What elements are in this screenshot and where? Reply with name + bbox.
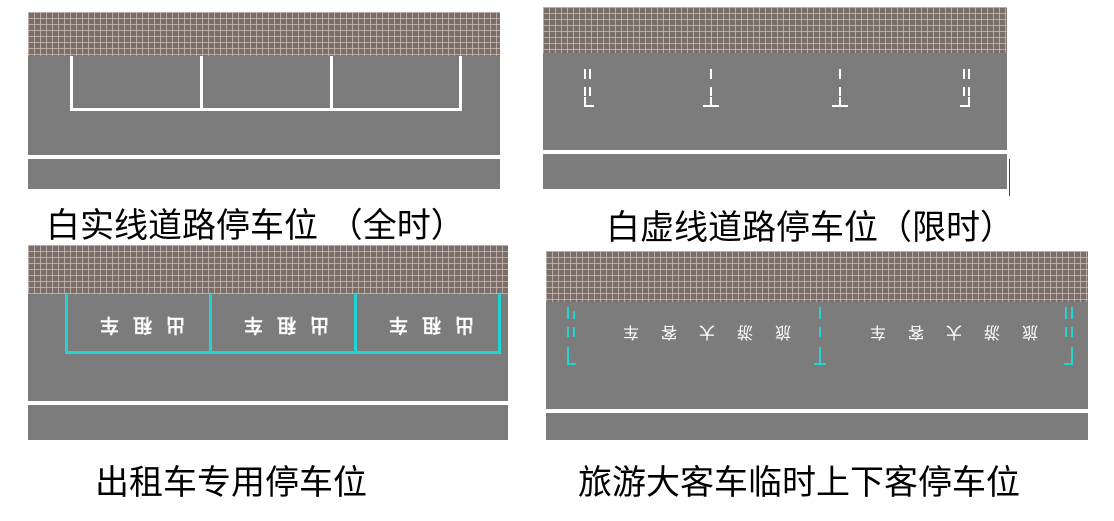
dashed-stall-mark [832,69,848,109]
caption-taxi: 出租车专用停车位 [95,463,367,503]
tour-stall-text: 旅游大客车 [601,323,792,342]
caption-dashed: 白虚线道路停车位（限时） [606,208,1014,248]
taxi-stall-line-left [65,294,68,354]
stall-line-left [70,56,73,111]
stall-line-bottom [70,108,462,111]
taxi-stall-line-right [498,294,501,354]
road [28,56,500,189]
stall-line-right [459,56,462,111]
sidewalk [28,12,500,56]
lane-edge-line [543,150,1007,154]
sidewalk [546,251,1088,302]
tour-stall-mark-middle [814,307,826,367]
taxi-stall-text: 出租车 [86,314,186,336]
road [546,302,1088,440]
panel-tour-bus: 旅游大客车 旅游大客车 [546,251,1088,440]
taxi-stall-line-divider [209,294,212,354]
panel-taxi: 出租车 出租车 出租车 [28,245,508,440]
dashed-stall-mark [581,69,595,109]
dashed-stall-mark [703,69,719,109]
taxi-stall-line-bottom [65,351,501,354]
tour-stall-text: 旅游大客车 [848,323,1039,342]
edge-mark [1009,159,1010,196]
taxi-stall-line-divider [354,294,357,354]
lane-edge-line [28,155,500,159]
panel-dashed-line [543,7,1010,196]
stall-line-divider [200,56,203,111]
lane-edge-line [546,409,1088,413]
lane-edge-line [28,401,508,405]
caption-tour: 旅游大客车临时上下客停车位 [578,463,1020,503]
dashed-stall-mark [960,69,974,109]
caption-solid: 白实线道路停车位 （全时） [46,206,465,246]
tour-stall-mark-left [566,307,578,367]
taxi-stall-text: 出租车 [230,314,330,336]
sidewalk [28,245,508,294]
road [543,53,1007,189]
stall-line-divider [330,56,333,111]
road [28,294,508,440]
sidewalk [543,7,1007,53]
tour-stall-mark-right [1064,307,1076,367]
panel-solid-line [28,12,500,189]
taxi-stall-text: 出租车 [375,314,475,336]
